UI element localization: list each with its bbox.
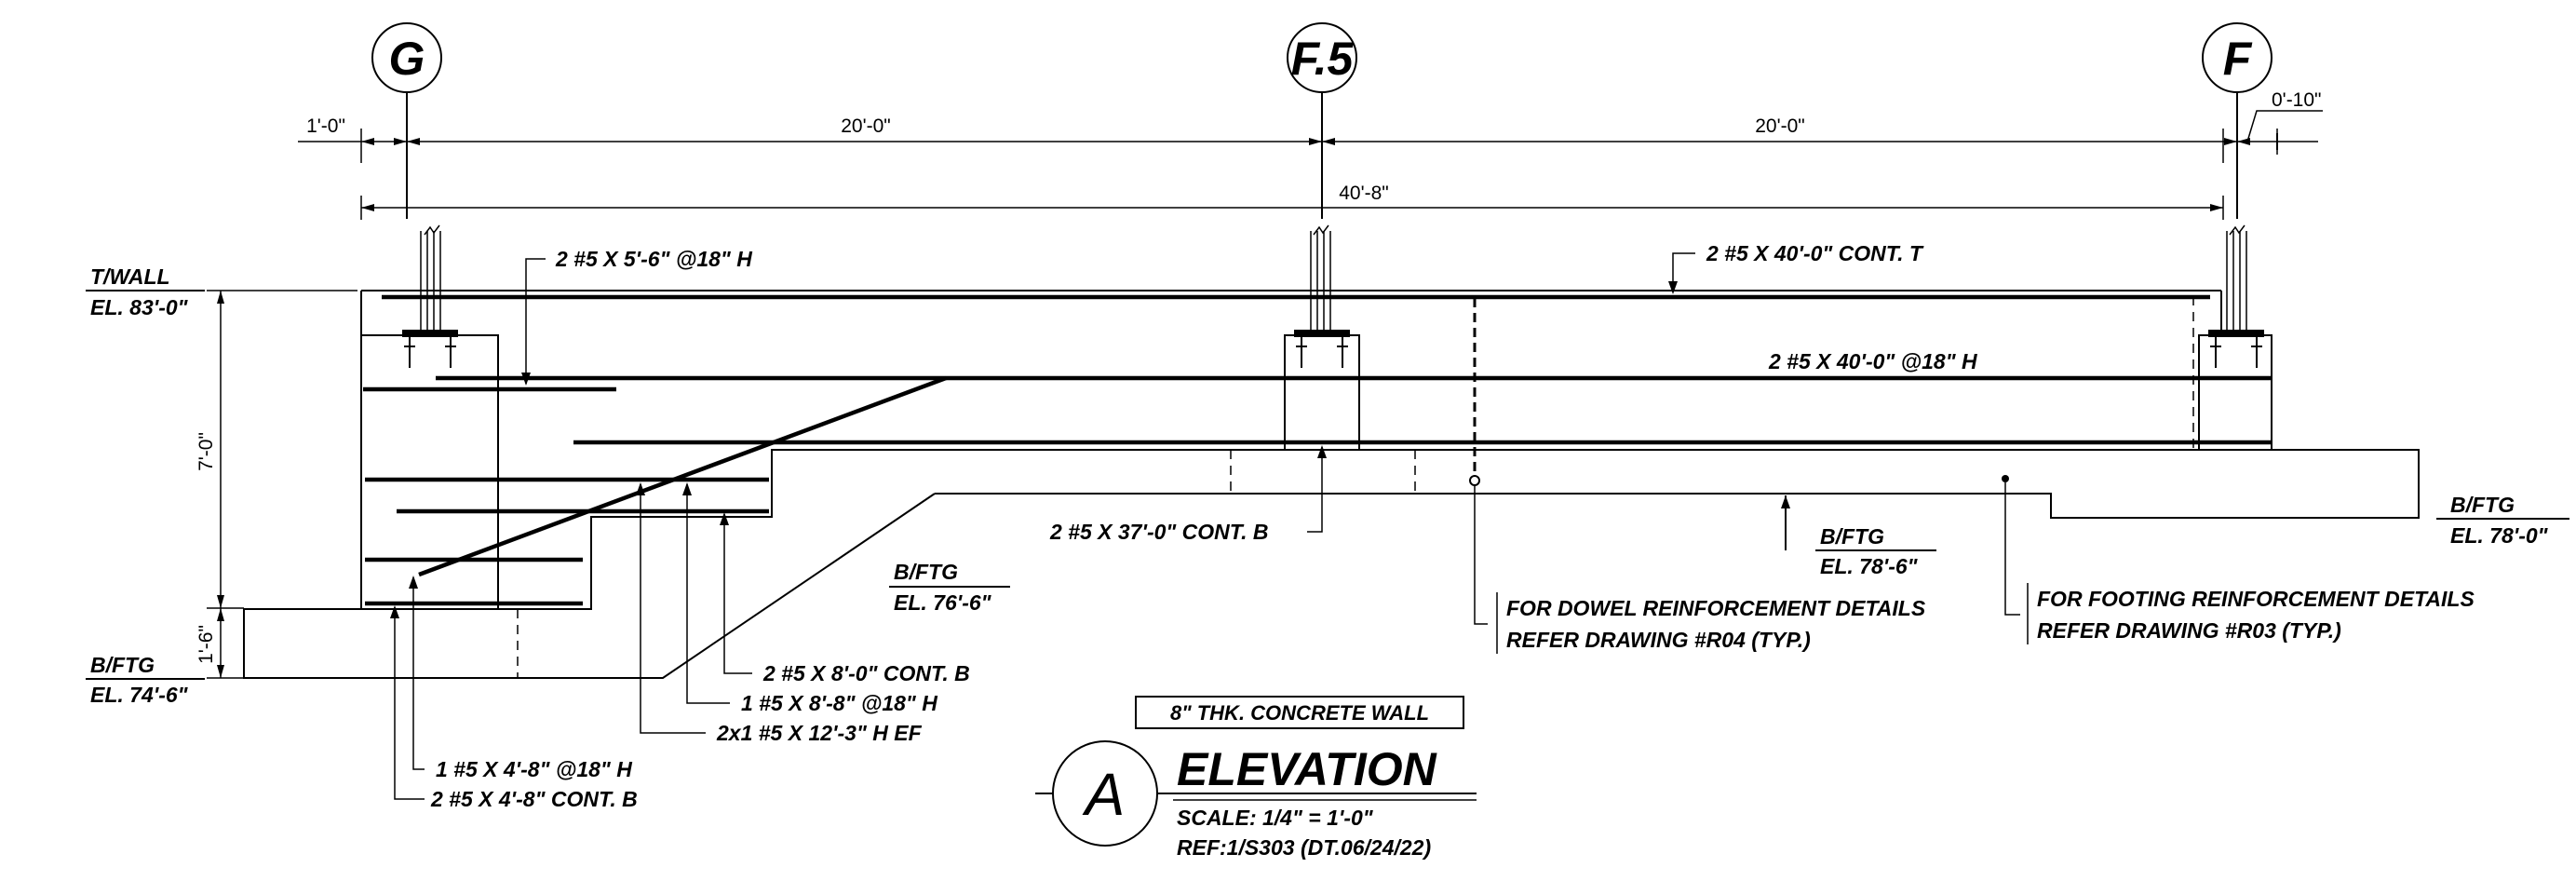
elevation-tag-ftg-right: B/FTG EL. 78'-0" bbox=[2436, 493, 2569, 548]
dimension-overall: 40'-8" bbox=[360, 183, 2224, 220]
dimension-string-top: 1'-0" 20'-0" 20'-0" 0'-10" bbox=[298, 89, 2323, 163]
drawing-title: ELEVATION bbox=[1177, 743, 1437, 795]
callout-step-cont-b: 2 #5 X 8'-0" CONT. B bbox=[720, 512, 970, 685]
rebar-layout bbox=[363, 294, 2272, 606]
note-footing-line2: REFER DRAWING #R03 (TYP.) bbox=[2037, 618, 2341, 643]
dim-right-offset: 0'-10" bbox=[2272, 89, 2322, 111]
note-footing-line1: FOR FOOTING REINFORCEMENT DETAILS bbox=[2037, 587, 2475, 611]
wall-type-label: 8" THK. CONCRETE WALL bbox=[1170, 701, 1429, 725]
ftg-left-elevation: EL. 74'-6" bbox=[90, 683, 189, 707]
column-g bbox=[402, 224, 458, 368]
detail-badge: A bbox=[1082, 761, 1126, 828]
scale-label: SCALE: 1/4" = 1'-0" bbox=[1177, 806, 1374, 830]
gridline-g-label: G bbox=[389, 33, 425, 85]
label-diag-ef: 2x1 #5 X 12'-3" H EF bbox=[716, 721, 923, 745]
top-wall-elevation: EL. 83'-0" bbox=[90, 295, 189, 319]
column-f bbox=[2208, 224, 2264, 368]
callout-mid-horiz: 2 #5 X 40'-0" @18" H bbox=[1768, 349, 1977, 373]
elevation-tag-ftg-left: B/FTG EL. 74'-6" bbox=[86, 653, 205, 707]
label-step-horiz: 1 #5 X 8'-8" @18" H bbox=[741, 691, 937, 715]
label-mid-horiz: 2 #5 X 40'-0" @18" H bbox=[1768, 349, 1977, 373]
gridline-f5-label: F.5 bbox=[1291, 33, 1355, 85]
note-dowel-line2: REFER DRAWING #R04 (TYP.) bbox=[1506, 628, 1811, 652]
ftg-mid2-tag: B/FTG bbox=[1820, 524, 1884, 549]
ftg-mid1-tag: B/FTG bbox=[894, 560, 958, 584]
ftg-mid2-elevation: EL. 78'-6" bbox=[1820, 554, 1919, 578]
gridline-f-label: F bbox=[2223, 33, 2253, 85]
elevation-tag-top-wall: T/WALL EL. 83'-0" bbox=[86, 264, 205, 319]
gridline-g: G bbox=[371, 22, 442, 219]
ftg-mid1-elevation: EL. 76'-6" bbox=[894, 590, 992, 615]
dim-footing-depth: 1'-6" bbox=[196, 625, 217, 664]
dim-left-offset: 1'-0" bbox=[306, 115, 345, 137]
column-f5 bbox=[1294, 224, 1350, 368]
callout-top-cont: 2 #5 X 40'-0" CONT. T bbox=[1668, 241, 1924, 294]
ref-label: REF:1/S303 (DT.06/24/22) bbox=[1177, 835, 1431, 860]
note-footing: FOR FOOTING REINFORCEMENT DETAILS REFER … bbox=[2004, 482, 2475, 644]
elevation-tag-ftg-mid1: B/FTG EL. 76'-6" bbox=[889, 560, 1010, 615]
top-wall-tag: T/WALL bbox=[90, 264, 170, 289]
label-step-cont-b: 2 #5 X 8'-0" CONT. B bbox=[762, 661, 970, 685]
label-bottom-cont: 2 #5 X 37'-0" CONT. B bbox=[1049, 520, 1269, 544]
note-dowel: FOR DOWEL REINFORCEMENT DETAILS REFER DR… bbox=[1474, 484, 1926, 654]
elevation-tag-ftg-mid2: B/FTG EL. 78'-6" bbox=[1781, 495, 1936, 578]
dim-wall-height: 7'-0" bbox=[196, 432, 217, 471]
callout-top-short: 2 #5 X 5'-6" @18" H bbox=[521, 247, 752, 386]
title-block: 8" THK. CONCRETE WALL A ELEVATION SCALE:… bbox=[1035, 696, 1477, 860]
dim-span-2: 20'-0" bbox=[1755, 115, 1805, 137]
callout-bottom-cont: 2 #5 X 37'-0" CONT. B bbox=[1049, 445, 1327, 544]
dim-overall: 40'-8" bbox=[1339, 183, 1389, 204]
note-dowel-line1: FOR DOWEL REINFORCEMENT DETAILS bbox=[1506, 596, 1926, 620]
gridline-f: F bbox=[2202, 22, 2273, 219]
label-top-short: 2 #5 X 5'-6" @18" H bbox=[555, 247, 752, 271]
callout-diag-ef: 2x1 #5 X 12'-3" H EF bbox=[636, 482, 923, 745]
ftg-left-tag: B/FTG bbox=[90, 653, 155, 677]
callout-left-horiz: 1 #5 X 4'-8" @18" H bbox=[409, 576, 632, 781]
ftg-right-tag: B/FTG bbox=[2450, 493, 2515, 517]
dim-span-1: 20'-0" bbox=[841, 115, 891, 137]
label-top-cont: 2 #5 X 40'-0" CONT. T bbox=[1706, 241, 1924, 265]
gridline-f5: F.5 bbox=[1287, 22, 1357, 219]
callout-left-cont-b: 2 #5 X 4'-8" CONT. B bbox=[390, 605, 638, 811]
callout-step-horiz: 1 #5 X 8'-8" @18" H bbox=[682, 482, 937, 715]
label-left-cont-b: 2 #5 X 4'-8" CONT. B bbox=[430, 787, 638, 811]
label-left-horiz: 1 #5 X 4'-8" @18" H bbox=[436, 757, 632, 781]
dimension-vertical: 7'-0" 1'-6" bbox=[196, 290, 357, 679]
ftg-right-elevation: EL. 78'-0" bbox=[2450, 523, 2549, 548]
